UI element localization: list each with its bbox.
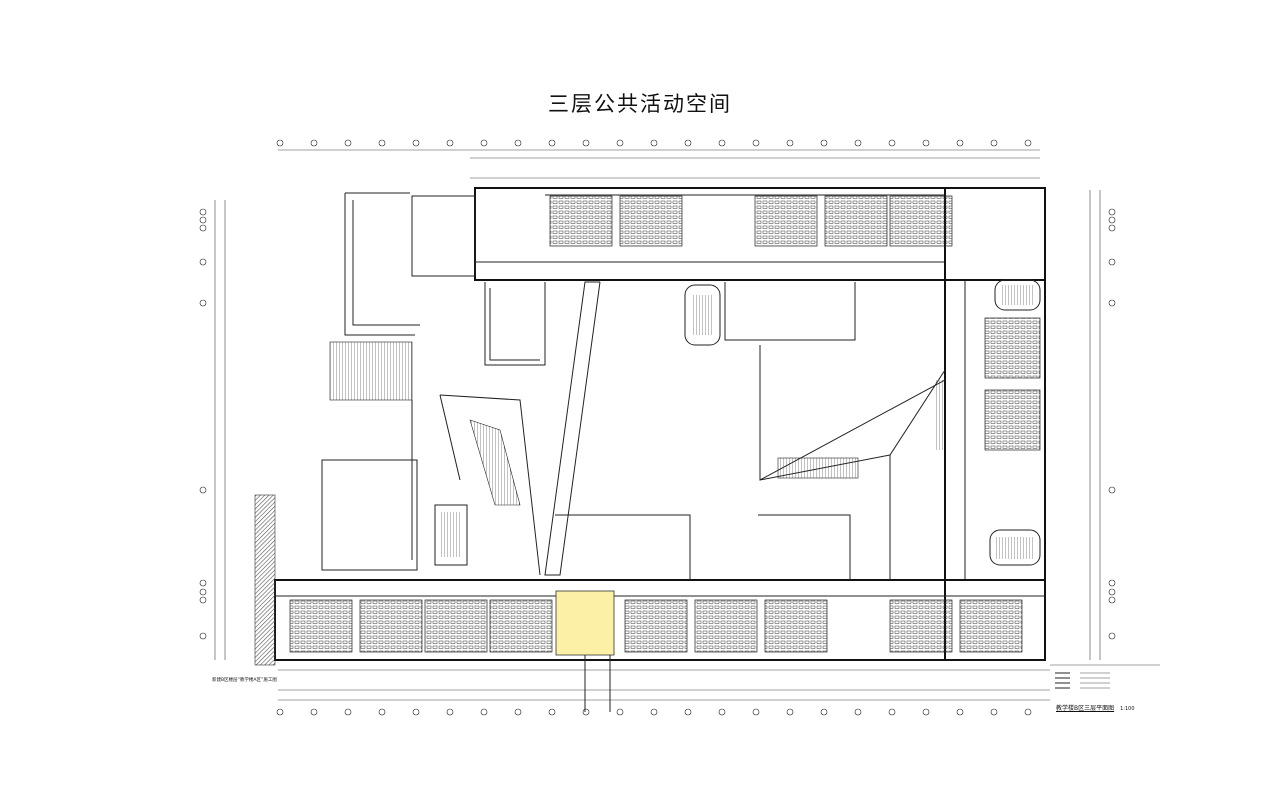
dimension-lines: [214, 149, 1101, 701]
axis-bubble: [1108, 224, 1116, 232]
axis-bubble: [344, 139, 352, 147]
classroom: [824, 195, 888, 247]
axis-bubble: [199, 632, 207, 640]
axis-bubble: [786, 708, 794, 716]
axis-bubble: [1108, 588, 1116, 596]
classroom: [694, 599, 758, 653]
axis-bubble: [718, 139, 726, 147]
axis-bubble: [514, 708, 522, 716]
axis-bubble: [378, 708, 386, 716]
axis-bubble: [1024, 708, 1032, 716]
axis-bubble: [446, 139, 454, 147]
axis-bubble: [1108, 632, 1116, 640]
axis-bubble: [199, 596, 207, 604]
axis-bubble: [786, 139, 794, 147]
axis-bubble: [344, 708, 352, 716]
axis-bubble: [446, 708, 454, 716]
axis-bubble: [1024, 139, 1032, 147]
axis-bubble: [752, 139, 760, 147]
public-activity-space-highlight[interactable]: [555, 590, 615, 656]
axis-bubble: [1108, 579, 1116, 587]
classrooms: [289, 195, 1041, 653]
title-block-legend: [1050, 664, 1160, 689]
axis-bubble: [1108, 216, 1116, 224]
axis-bubbles: [199, 139, 1116, 716]
axis-bubble: [922, 139, 930, 147]
axis-bubble: [616, 139, 624, 147]
drawing-label: 教学楼B区三层平面图 1:100: [1056, 703, 1135, 712]
axis-bubble: [956, 139, 964, 147]
left-note: 新建B区楼层“教学楼A区”施工图: [212, 678, 277, 683]
stairs: [329, 285, 1035, 559]
classroom: [624, 599, 688, 653]
drawing-name: 教学楼B区三层平面图: [1056, 705, 1115, 712]
axis-bubble: [684, 139, 692, 147]
axis-bubble: [480, 708, 488, 716]
axis-bubble: [199, 486, 207, 494]
classroom: [619, 195, 683, 247]
classroom: [754, 195, 818, 247]
axis-bubble: [514, 139, 522, 147]
page-title: 三层公共活动空间: [548, 92, 732, 116]
axis-bubble: [990, 708, 998, 716]
axis-bubble: [582, 708, 590, 716]
axis-bubble: [650, 708, 658, 716]
axis-bubble: [956, 708, 964, 716]
classroom: [549, 195, 613, 247]
axis-bubble: [276, 708, 284, 716]
axis-bubble: [922, 708, 930, 716]
axis-bubble: [888, 708, 896, 716]
drawing-scale: 1:100: [1120, 706, 1135, 712]
classroom: [889, 599, 953, 653]
axis-bubble: [412, 708, 420, 716]
axis-bubble: [990, 139, 998, 147]
axis-bubble: [548, 708, 556, 716]
building-walls: [274, 187, 1046, 661]
classroom: [984, 389, 1041, 451]
axis-bubble: [820, 139, 828, 147]
axis-bubble: [684, 708, 692, 716]
classroom: [959, 599, 1023, 653]
adjacent-building-hatch: [254, 494, 276, 666]
classroom: [359, 599, 423, 653]
axis-bubble: [616, 708, 624, 716]
axis-bubble: [276, 139, 284, 147]
axis-bubble: [378, 139, 386, 147]
axis-bubble: [199, 208, 207, 216]
axis-bubble: [854, 708, 862, 716]
axis-bubble: [888, 139, 896, 147]
classroom: [289, 599, 353, 653]
classroom: [889, 195, 953, 247]
axis-bubble: [718, 708, 726, 716]
axis-bubble: [1108, 208, 1116, 216]
axis-bubble: [548, 139, 556, 147]
classroom: [424, 599, 488, 653]
axis-bubble: [199, 588, 207, 596]
axis-bubble: [310, 139, 318, 147]
axis-bubble: [582, 139, 590, 147]
classroom: [764, 599, 828, 653]
axis-bubble: [199, 258, 207, 266]
axis-bubble: [199, 579, 207, 587]
classroom: [489, 599, 553, 653]
axis-bubble: [650, 139, 658, 147]
axis-bubble: [854, 139, 862, 147]
axis-bubble: [1108, 486, 1116, 494]
axis-bubble: [310, 708, 318, 716]
axis-bubble: [752, 708, 760, 716]
axis-bubble: [1108, 299, 1116, 307]
axis-bubble: [412, 139, 420, 147]
axis-bubble: [820, 708, 828, 716]
axis-bubble: [1108, 258, 1116, 266]
axis-bubble: [199, 224, 207, 232]
axis-bubble: [199, 299, 207, 307]
axis-bubble: [480, 139, 488, 147]
axis-bubble: [1108, 596, 1116, 604]
axis-bubble: [199, 216, 207, 224]
classroom: [984, 317, 1041, 379]
